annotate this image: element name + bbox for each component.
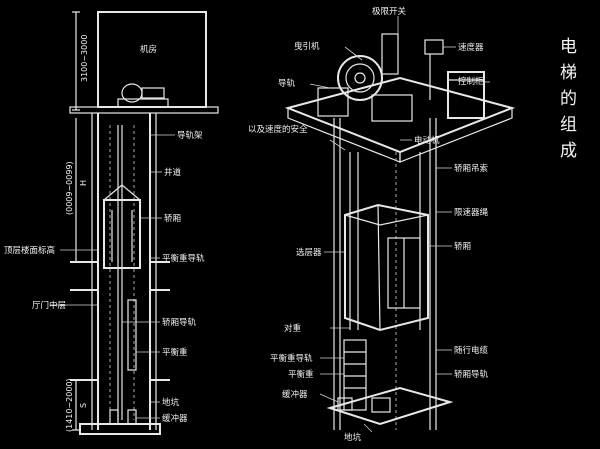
left-counterweight <box>127 299 137 371</box>
right-car <box>344 203 429 332</box>
r-label-selector: 选层器 <box>296 247 322 258</box>
r-label-shaft-ctrl: 电动机 <box>414 135 440 146</box>
left-buffer <box>109 409 119 425</box>
dim-mid: (0009~0099) <box>65 161 74 215</box>
page-title: 电 梯 的 组 成 <box>560 37 577 161</box>
label-car-rail: 轿厢导轨 <box>162 317 197 328</box>
label-buffer: 缓冲器 <box>162 413 188 424</box>
dim-bottom: (1410~2000) <box>65 378 74 432</box>
label-car: 轿厢 <box>164 213 182 224</box>
title-char-5: 成 <box>560 141 577 161</box>
label-counterweight: 平衡重 <box>162 347 188 358</box>
machine-room <box>97 11 207 108</box>
label-shaft: 井道 <box>164 167 182 178</box>
dim-bottom-s: S <box>79 403 88 408</box>
r-label-cw: 平衡重 <box>288 369 314 380</box>
r-label-pit: 地坑 <box>344 432 362 443</box>
label-hall-door: 厅门中层 <box>32 300 66 311</box>
right-pit-base <box>326 386 454 426</box>
dim-top: 3100~3000 <box>80 35 89 82</box>
right-control-cabinet <box>447 71 485 119</box>
label-pit: 地坑 <box>162 397 180 408</box>
title-char-1: 电 <box>560 37 577 57</box>
r-label-car-frame: 轿厢吊索 <box>454 163 488 174</box>
r-label-control-cabinet: 控制柜 <box>458 76 484 87</box>
r-label-speed-rope: 限速器绳 <box>454 207 489 218</box>
r-label-car-rail: 轿厢导轨 <box>454 369 489 380</box>
label-counterweight-rail: 平衡重导轨 <box>162 253 205 264</box>
label-buffer-top: 导轨架 <box>177 130 203 141</box>
r-label-speed-governor: 速度器 <box>458 42 484 53</box>
r-label-traction: 曳引机 <box>294 41 320 52</box>
label-top-floor: 顶层楼面标高 <box>4 245 55 256</box>
r-label-landing: 以及速度的安全 <box>248 124 308 135</box>
left-car <box>103 184 141 269</box>
title-char-3: 的 <box>560 89 577 109</box>
dim-mid-h: H <box>79 180 88 186</box>
right-counterweight <box>343 339 367 411</box>
r-label-counter-pulley: 对重 <box>284 323 302 334</box>
machine-room-label: 机房 <box>140 44 157 55</box>
right-traction-machine <box>317 33 413 122</box>
left-traction-machine <box>117 83 169 108</box>
r-label-rope: 随行电缆 <box>454 345 489 356</box>
r-label-limit-switch: 极限开关 <box>372 6 407 17</box>
title-char-2: 梯 <box>560 63 577 83</box>
machine-floor <box>69 106 219 114</box>
r-label-guide: 导轨 <box>278 78 296 89</box>
title-char-4: 组 <box>560 115 577 135</box>
right-top-platform <box>284 76 516 163</box>
r-label-cw-rail: 平衡重导轨 <box>270 353 313 364</box>
right-speed-governor <box>424 39 444 100</box>
pit-floor <box>79 423 161 435</box>
r-label-car-body: 轿厢 <box>454 241 472 252</box>
r-label-buffer: 缓冲器 <box>282 389 308 400</box>
